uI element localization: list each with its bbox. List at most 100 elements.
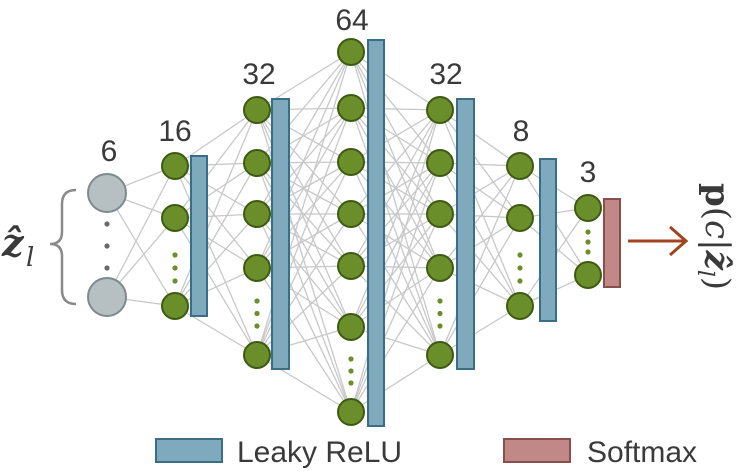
neuron	[337, 38, 365, 66]
edge	[350, 161, 441, 356]
edge	[350, 162, 441, 267]
neuron	[243, 200, 271, 228]
layer-count-2: 32	[242, 58, 275, 91]
edge	[106, 165, 176, 298]
ellipsis-dot	[254, 323, 260, 329]
neuron	[506, 204, 534, 232]
edge	[174, 213, 258, 307]
layer-count-1: 16	[158, 115, 191, 148]
neuron	[426, 341, 454, 369]
neuron	[426, 200, 454, 228]
edge	[439, 109, 521, 167]
legend-softmax-label: Softmax	[587, 436, 697, 469]
layer-count-5: 8	[513, 115, 530, 148]
edge	[174, 162, 258, 219]
edge	[350, 267, 441, 328]
edge	[350, 109, 441, 215]
layer-count-input: 6	[101, 135, 118, 168]
edge	[350, 109, 441, 328]
neuron	[243, 254, 271, 282]
edge	[439, 165, 521, 269]
input-node	[87, 173, 127, 213]
edge	[350, 109, 441, 267]
ellipsis-dot	[517, 252, 523, 258]
neuron	[161, 292, 189, 320]
neuron-nodes	[87, 38, 602, 426]
ellipsis-dot	[517, 265, 523, 271]
layer-count-output: 3	[580, 156, 597, 189]
edge	[350, 213, 441, 413]
edge	[439, 305, 521, 356]
edge	[439, 165, 521, 215]
edge	[350, 51, 441, 111]
neuron	[426, 149, 454, 177]
edge	[350, 265, 441, 356]
ellipsis-dot	[437, 323, 443, 329]
input-node	[87, 277, 127, 317]
edge	[174, 165, 258, 269]
edge	[350, 213, 441, 356]
edge	[174, 305, 258, 356]
edge	[174, 109, 258, 219]
ellipsis-dot	[172, 265, 178, 271]
legend-softmax-swatch	[503, 438, 571, 463]
ellipsis-dot	[348, 368, 354, 374]
layer-count-4: 32	[429, 58, 462, 91]
edge	[439, 165, 521, 356]
ellipsis-dot	[437, 310, 443, 317]
edge	[174, 162, 258, 307]
neuron	[243, 149, 271, 177]
neuron	[161, 152, 189, 180]
edge	[350, 162, 441, 328]
edge	[350, 354, 441, 413]
leaky-relu-bar	[456, 98, 475, 370]
edge	[350, 267, 441, 413]
output-arrow	[628, 225, 689, 257]
neuron	[426, 96, 454, 124]
ellipsis-dots	[104, 221, 591, 386]
edge	[350, 213, 441, 267]
neuron	[574, 261, 602, 289]
input-label: ẑ	[1, 220, 25, 265]
edge	[439, 109, 521, 307]
input-brace	[49, 188, 77, 306]
leaky-relu-bar	[271, 98, 290, 370]
neuron	[574, 194, 602, 222]
edge	[350, 107, 441, 356]
edge	[350, 109, 441, 413]
neuron	[506, 292, 534, 320]
edge	[350, 265, 441, 269]
ellipsis-dot	[348, 356, 354, 362]
legend-relu-swatch	[155, 438, 223, 463]
ellipsis-dot	[348, 380, 354, 386]
edge	[439, 162, 521, 307]
leaky-relu-bar	[367, 39, 385, 427]
leaky-relu-bar	[539, 158, 557, 322]
neuron	[426, 254, 454, 282]
edge	[106, 192, 176, 307]
ellipsis-dot	[254, 298, 260, 304]
edge	[350, 107, 441, 111]
neuron	[337, 94, 365, 122]
edge	[350, 51, 441, 356]
ellipsis-dot	[437, 298, 443, 304]
ellipsis-dot	[172, 278, 178, 284]
ellipsis-dot	[585, 249, 591, 255]
svg-text:p(c|ẑl): p(c|ẑl)	[692, 183, 737, 290]
edge	[350, 162, 441, 413]
ellipsis-dot	[104, 265, 110, 271]
ellipsis-dot	[517, 278, 523, 284]
edge	[439, 217, 521, 269]
layer-count-3: 64	[335, 4, 368, 37]
input-label-subscript: l	[26, 243, 34, 273]
ellipsis-dot	[104, 221, 110, 227]
edge	[350, 107, 441, 215]
output-label: p(c|ẑl)	[692, 183, 737, 290]
ellipsis-dot	[254, 310, 260, 317]
neuron	[337, 252, 365, 280]
neuron	[161, 204, 189, 232]
neuron	[337, 200, 365, 228]
softmax-bar	[603, 198, 621, 288]
connection-edges	[106, 51, 589, 413]
neuron	[506, 152, 534, 180]
